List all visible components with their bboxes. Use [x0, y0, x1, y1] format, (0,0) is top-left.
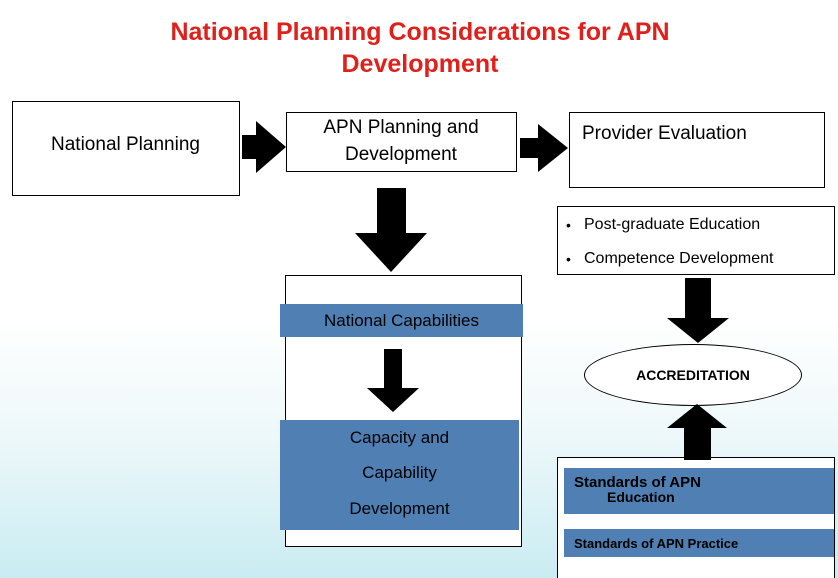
standards-education-label-2: Education	[607, 489, 675, 505]
standards-education-label-1: Standards of APN	[574, 474, 701, 491]
down-arrow-icon	[355, 188, 427, 272]
education-bullet-list: Post-graduate Education Competence Devel…	[558, 213, 834, 281]
down-arrow-icon	[367, 349, 419, 412]
accreditation-label: ACCREDITATION	[636, 367, 750, 383]
national-capabilities-bar: National Capabilities	[280, 304, 523, 337]
capacity-label-2: Capability	[362, 463, 437, 482]
bullet-item: Competence Development	[558, 247, 834, 281]
capacity-label-1: Capacity and	[349, 428, 450, 447]
standards-practice-label: Standards of APN Practice	[574, 536, 739, 551]
apn-planning-label-1: APN Planning and	[323, 117, 479, 138]
title-line-2: Development	[341, 50, 499, 78]
standards-practice-bar: Standards of APN Practice	[564, 529, 834, 557]
standards-education-bar: Standards of APN Education	[564, 468, 834, 514]
down-arrow-icon	[667, 278, 729, 343]
up-arrow-icon	[667, 404, 727, 460]
capacity-development-block: Capacity and Capability Development	[280, 420, 519, 530]
national-planning-label: National Planning	[51, 134, 200, 155]
bullet-item: Post-graduate Education	[558, 213, 834, 247]
accreditation-ellipse: ACCREDITATION	[584, 344, 802, 406]
page-title: National Planning Considerations for APN…	[90, 16, 750, 80]
apn-planning-box: APN Planning and Development	[286, 112, 517, 172]
capacity-label-3: Development	[349, 499, 450, 518]
apn-planning-label-2: Development	[345, 144, 457, 165]
national-capabilities-label: National Capabilities	[324, 311, 479, 330]
provider-evaluation-box: Provider Evaluation	[569, 112, 825, 188]
title-line-1: National Planning Considerations for APN	[170, 18, 670, 46]
national-planning-box: National Planning	[12, 101, 240, 196]
right-arrow-icon	[242, 121, 286, 173]
education-bullets-box: Post-graduate Education Competence Devel…	[557, 206, 835, 275]
right-arrow-icon	[520, 124, 568, 172]
provider-evaluation-label: Provider Evaluation	[582, 123, 747, 144]
